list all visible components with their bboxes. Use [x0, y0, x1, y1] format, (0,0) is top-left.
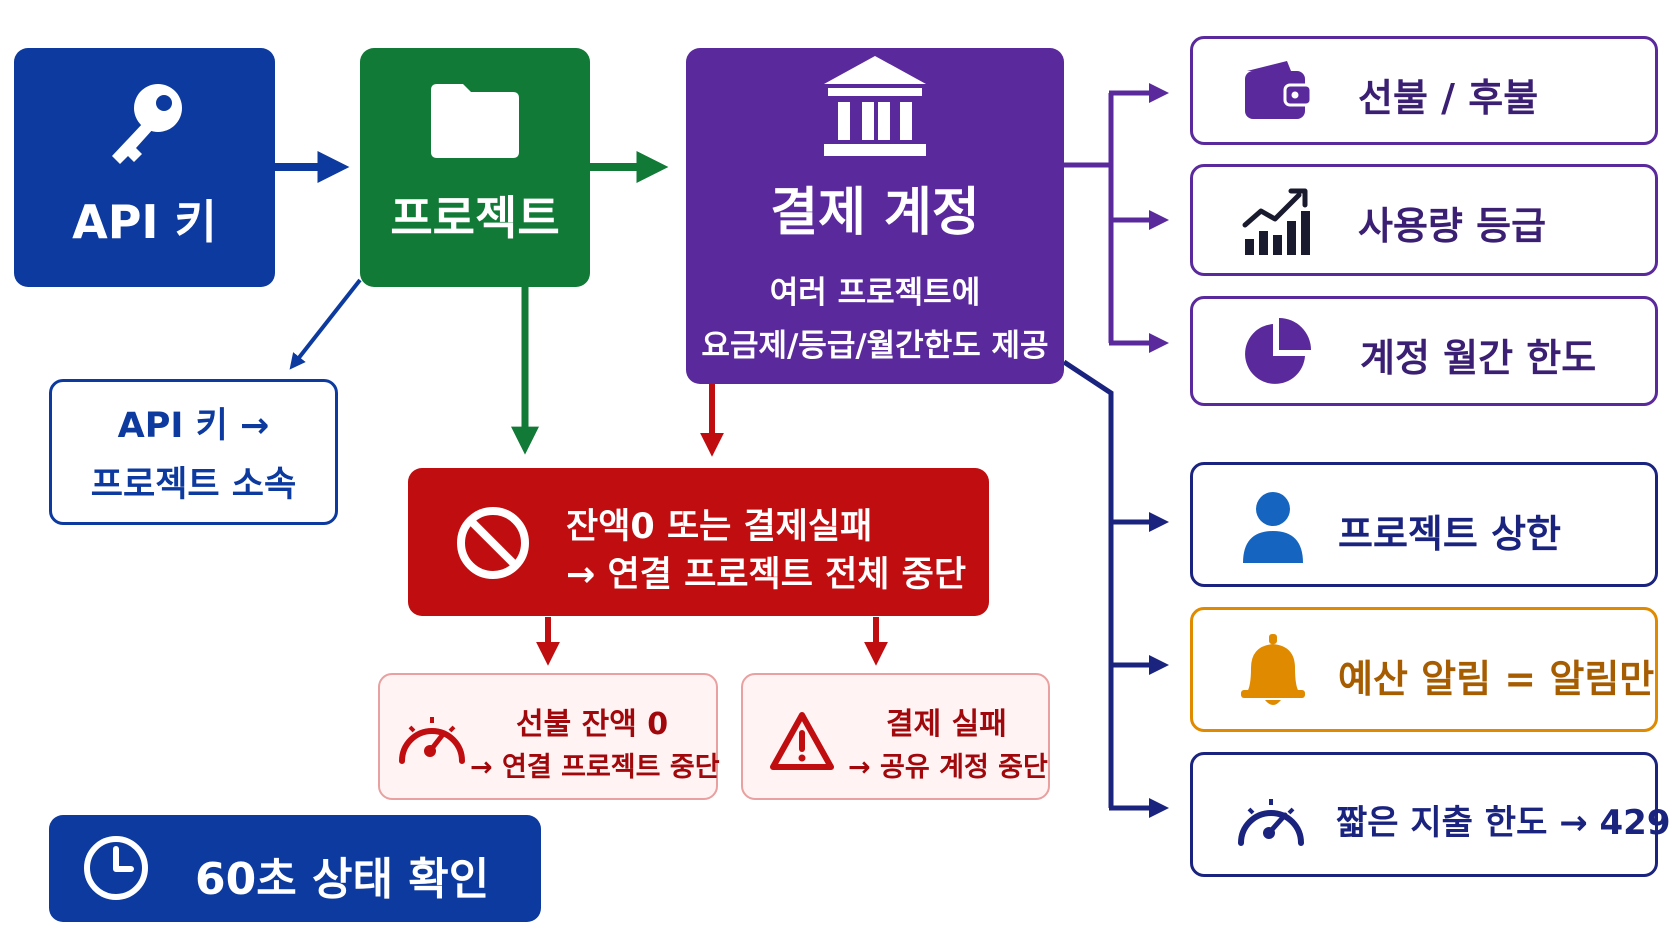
warning-icon — [770, 712, 834, 770]
api-key-label: API 키 — [72, 194, 217, 249]
bank-icon — [824, 55, 926, 156]
user-icon — [1243, 492, 1303, 563]
clock-icon — [84, 836, 148, 900]
project-label: 프로젝트 — [390, 190, 560, 245]
billing-desc-line2: 요금제/등급/월간한도 제공 — [701, 327, 1049, 364]
feature-branch-line — [1064, 93, 1114, 343]
feature-prepaid-postpaid: 선불 / 후불 — [1190, 36, 1658, 145]
payment-fail-line2: → 공유 계정 중단 — [848, 752, 1048, 783]
feature-usage-tier: 사용량 등급 — [1190, 164, 1658, 276]
limit-label: 예산 알림 = 알림만 — [1338, 657, 1655, 701]
billing-account-title: 결제 계정 — [770, 182, 980, 243]
limit-label: 프로젝트 상한 — [1338, 512, 1561, 556]
prepaid-zero-line2: → 연결 프로젝트 중단 — [470, 752, 720, 783]
status-check-box: 60초 상태 확인 — [49, 815, 541, 922]
arrow-project-to-note — [289, 278, 362, 370]
prohibited-icon — [457, 507, 529, 579]
payment-fail-line1: 결제 실패 — [886, 707, 1007, 742]
feature-monthly-limit: 계정 월간 한도 — [1190, 296, 1658, 406]
stop-line2: → 연결 프로젝트 전체 중단 — [566, 555, 967, 595]
service-stop-box: 잔액0 또는 결제실패 → 연결 프로젝트 전체 중단 — [408, 468, 989, 616]
status-check-label: 60초 상태 확인 — [195, 854, 490, 905]
billing-account-box: 결제 계정 여러 프로젝트에 요금제/등급/월간한도 제공 — [686, 48, 1064, 384]
feature-label: 사용량 등급 — [1358, 204, 1547, 248]
growth-chart-icon — [1242, 188, 1310, 255]
billing-desc-line1: 여러 프로젝트에 — [769, 274, 981, 311]
feature-label: 선불 / 후불 — [1358, 76, 1539, 120]
limit-project-cap: 프로젝트 상한 — [1190, 462, 1658, 587]
bell-icon — [1241, 634, 1305, 705]
gauge-icon — [399, 717, 465, 764]
feature-label: 계정 월간 한도 — [1360, 336, 1597, 380]
limit-label: 짧은 지출 한도 → 429 — [1336, 803, 1671, 843]
api-key-note-box: API 키 → 프로젝트 소속 — [49, 379, 338, 525]
api-note-line2: 프로젝트 소속 — [90, 465, 297, 505]
folder-icon — [431, 83, 519, 158]
payment-fail-box: 결제 실패 → 공유 계정 중단 — [741, 673, 1050, 800]
limit-branch-line — [1062, 359, 1114, 808]
api-key-box: API 키 — [14, 48, 275, 287]
limit-short-spend: 짧은 지출 한도 → 429 — [1190, 752, 1671, 877]
wallet-icon — [1245, 61, 1313, 119]
limit-budget-alert: 예산 알림 = 알림만 — [1190, 607, 1658, 732]
stop-line1: 잔액0 또는 결제실패 — [566, 507, 873, 547]
prepaid-zero-line1: 선불 잔액 0 — [516, 707, 669, 742]
speedometer-icon — [1238, 799, 1304, 846]
key-icon — [111, 83, 182, 164]
pie-chart-icon — [1245, 318, 1311, 384]
api-note-line1: API 키 → — [117, 406, 270, 446]
prepaid-zero-box: 선불 잔액 0 → 연결 프로젝트 중단 — [378, 673, 720, 800]
project-box: 프로젝트 — [360, 48, 590, 287]
